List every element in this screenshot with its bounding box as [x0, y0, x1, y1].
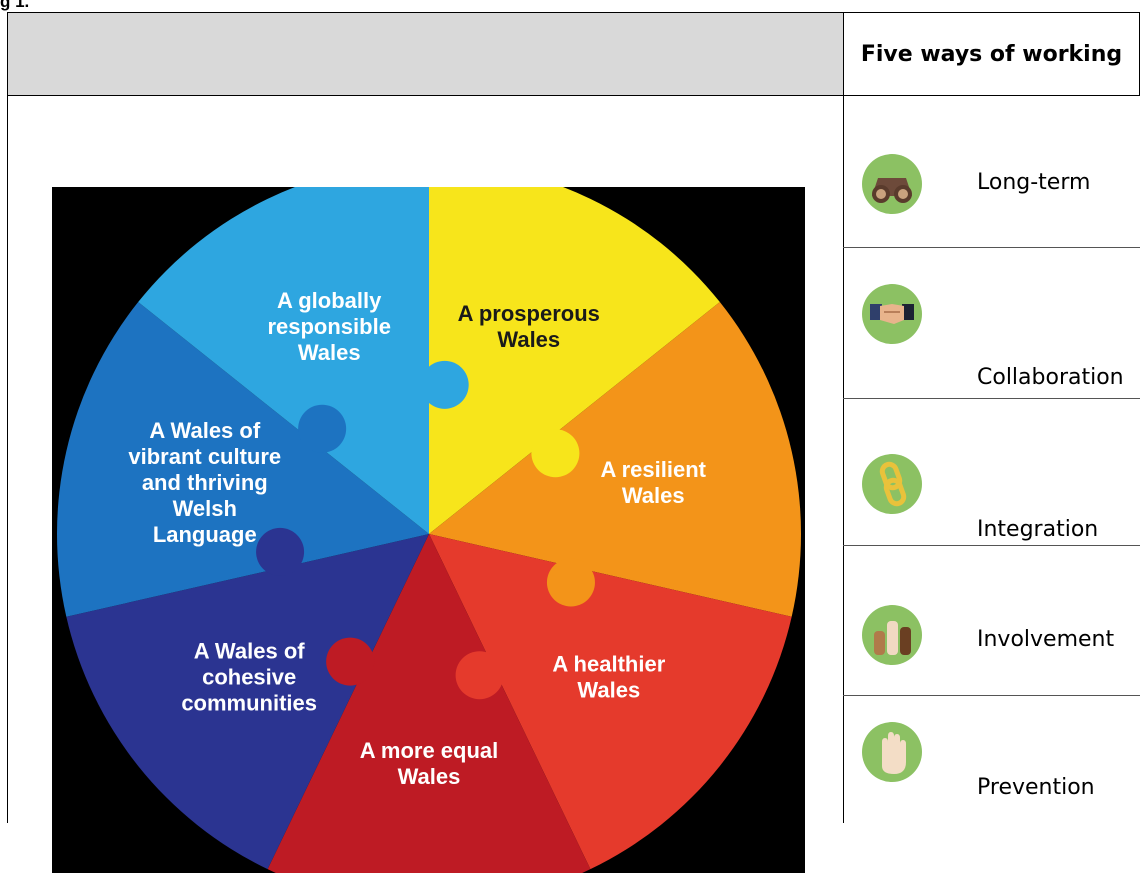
puzzle-knob: [420, 360, 469, 409]
row-divider: [843, 398, 1140, 399]
stop-hand-icon: [860, 720, 924, 784]
way-label-prevention: Prevention: [977, 775, 1095, 800]
goal-wedge: [66, 534, 429, 870]
puzzle-knob: [256, 527, 305, 576]
way-label-collaboration: Collaboration: [977, 365, 1124, 390]
way-label-involvement: Involvement: [977, 627, 1115, 652]
ways-cell: Long-term Collaboration: [843, 95, 1140, 823]
row-divider: [843, 545, 1140, 546]
goal-wedge: [429, 187, 720, 534]
figure-label: g 1.: [0, 0, 30, 11]
way-label-long-term: Long-term: [977, 170, 1091, 195]
table-header-left: [7, 12, 844, 96]
ways-of-working-list: Long-term Collaboration: [843, 95, 1140, 823]
puzzle-knob: [298, 404, 347, 453]
puzzle-knob: [326, 637, 375, 686]
row-divider: [843, 247, 1140, 248]
chain-link-icon: [860, 452, 924, 516]
goal-wedge: [267, 534, 591, 873]
goal-wedge: [429, 534, 792, 870]
puzzle-knob: [455, 651, 504, 700]
goal-wedge: [138, 187, 429, 534]
puzzle-knob: [531, 429, 580, 478]
row-divider: [843, 695, 1140, 696]
raised-hands-icon: [860, 603, 924, 667]
handshake-icon: [860, 282, 924, 346]
binoculars-icon: [860, 152, 924, 216]
goal-wedge: [429, 302, 802, 617]
five-ways-heading: Five ways of working: [860, 41, 1123, 67]
puzzle-knob: [546, 558, 595, 607]
way-label-integration: Integration: [977, 517, 1099, 542]
goal-wedge: [56, 302, 429, 617]
table-header-right: Five ways of working: [843, 12, 1140, 96]
